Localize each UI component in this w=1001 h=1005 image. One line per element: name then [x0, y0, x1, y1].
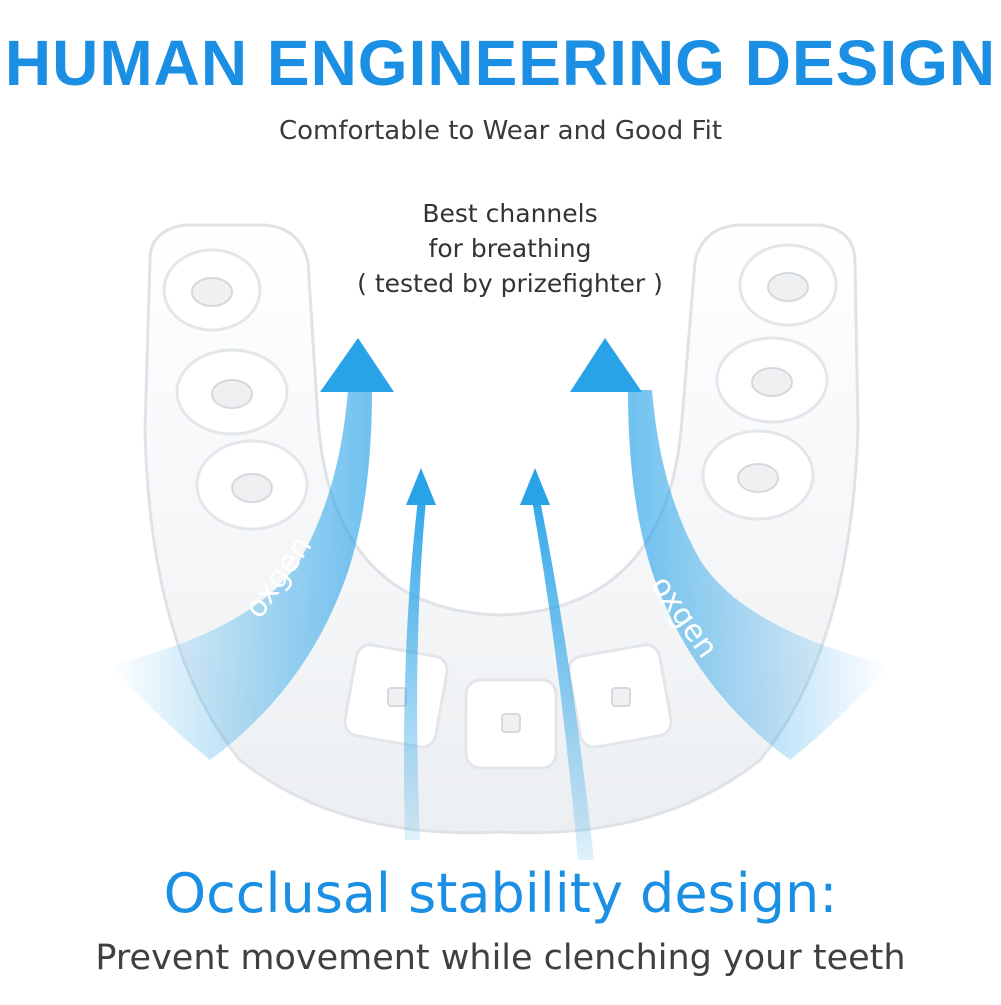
airflow-arrow-icon [320, 338, 394, 392]
page-title: HUMAN ENGINEERING DESIGN [4, 27, 997, 99]
feature-subtitle: Prevent movement while clenching your te… [95, 938, 906, 978]
callout-line: for breathing [428, 234, 592, 263]
breathing-callout: Best channels for breathing ( tested by … [300, 196, 720, 301]
callout-line: ( tested by prizefighter ) [357, 269, 663, 298]
callout-line: Best channels [422, 199, 598, 228]
page-subtitle: Comfortable to Wear and Good Fit [278, 116, 723, 146]
feature-title: Occlusal stability design: [163, 862, 838, 925]
